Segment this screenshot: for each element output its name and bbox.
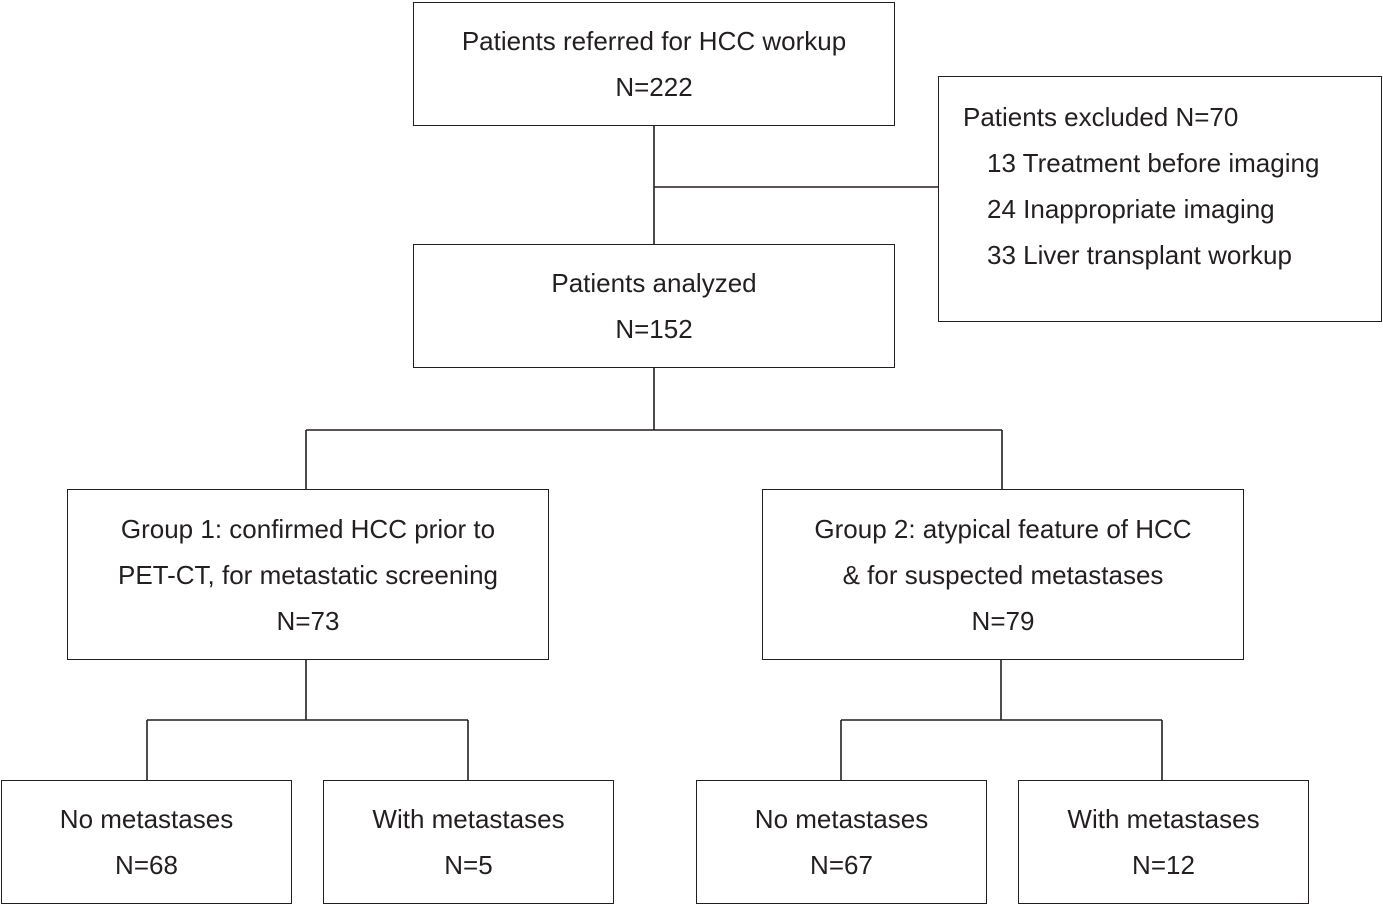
outcome-count: N=67 xyxy=(810,850,873,880)
excluded-reason: 13 Treatment before imaging xyxy=(987,148,1320,178)
outcome-count: N=5 xyxy=(444,850,493,880)
outcome-label: With metastases xyxy=(372,804,565,834)
excluded-label: Patients excluded N=70 xyxy=(963,102,1239,132)
analyzed-count: N=152 xyxy=(615,314,693,344)
group1-label-line1: Group 1: confirmed HCC prior to xyxy=(120,513,496,544)
analyzed-box: Patients analyzed N=152 xyxy=(413,244,895,368)
group1-label-line2: PET-CT, for metastatic screening xyxy=(117,559,499,590)
group2-box: Group 2: atypical feature of HCC & for s… xyxy=(762,489,1244,660)
referred-count: N=222 xyxy=(615,72,693,102)
group2-count: N=79 xyxy=(971,605,1035,636)
outcome-count: N=12 xyxy=(1132,850,1195,880)
analyzed-label: Patients analyzed xyxy=(551,268,757,298)
group1-no-metastases-box: No metastases N=68 xyxy=(1,780,292,904)
outcome-label: With metastases xyxy=(1067,804,1260,834)
outcome-label: No metastases xyxy=(754,804,929,834)
group2-label-line2: & for suspected metastases xyxy=(842,559,1164,590)
outcome-label: No metastases xyxy=(59,804,234,834)
referred-box: Patients referred for HCC workup N=222 xyxy=(413,2,895,126)
group1-box: Group 1: confirmed HCC prior to PET-CT, … xyxy=(67,489,549,660)
group2-label-line1: Group 2: atypical feature of HCC xyxy=(814,513,1192,544)
group2-with-metastases-box: With metastases N=12 xyxy=(1018,780,1309,904)
outcome-count: N=68 xyxy=(115,850,178,880)
excluded-reason: 24 Inappropriate imaging xyxy=(987,194,1275,224)
group1-with-metastases-box: With metastases N=5 xyxy=(323,780,614,904)
excluded-box: Patients excluded N=70 13 Treatment befo… xyxy=(938,76,1382,322)
group1-count: N=73 xyxy=(276,605,340,636)
referred-label: Patients referred for HCC workup xyxy=(461,26,847,56)
excluded-reason: 33 Liver transplant workup xyxy=(987,240,1292,270)
group2-no-metastases-box: No metastases N=67 xyxy=(696,780,987,904)
